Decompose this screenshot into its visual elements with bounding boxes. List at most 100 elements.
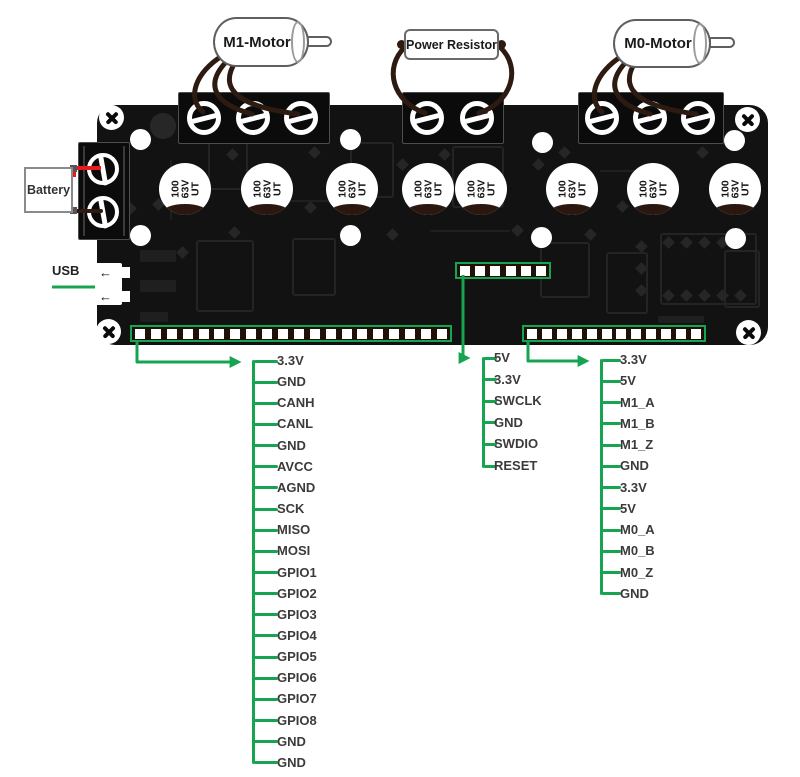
pin-label: GPIO1 bbox=[277, 564, 317, 580]
pinout-tick bbox=[484, 378, 497, 382]
m1-motor-wire bbox=[227, 58, 301, 117]
pinout-tick bbox=[254, 401, 278, 405]
pin-label: M0_A bbox=[620, 522, 655, 537]
capacitor-base bbox=[329, 204, 375, 215]
header-pin bbox=[535, 265, 546, 276]
pinout-tick bbox=[254, 528, 278, 532]
pin-label: GND bbox=[494, 414, 523, 430]
header-pin bbox=[246, 328, 257, 339]
header-pin bbox=[616, 328, 627, 339]
pin-label: MISO bbox=[277, 522, 311, 538]
header-pin bbox=[373, 328, 384, 339]
header-pin bbox=[166, 328, 177, 339]
pin-label: M1_B bbox=[620, 415, 655, 431]
pinout-tick bbox=[254, 465, 278, 469]
pinout-tick bbox=[254, 422, 278, 426]
pin-label: M1_A bbox=[620, 394, 655, 410]
pcb-trace bbox=[430, 230, 510, 232]
left-pin-header bbox=[130, 325, 452, 342]
pin-label: 5V bbox=[494, 350, 510, 365]
pinout-tick bbox=[254, 634, 278, 638]
header-pin bbox=[661, 328, 672, 339]
header-pin bbox=[646, 328, 657, 339]
pin-label: GND bbox=[277, 733, 306, 749]
header-pin bbox=[541, 328, 552, 339]
m1-motor-shaft bbox=[306, 36, 332, 47]
pinout-tick bbox=[254, 549, 278, 553]
capacitor-base bbox=[162, 204, 208, 215]
pin-label: GND bbox=[277, 754, 306, 770]
header-pin bbox=[293, 328, 304, 339]
pcb-pad bbox=[150, 113, 176, 139]
header-pin bbox=[325, 328, 336, 339]
m1-motor-wire bbox=[192, 53, 225, 115]
pinout-tick bbox=[602, 571, 621, 574]
resistor-wire bbox=[390, 44, 428, 116]
pin-label: M1_Z bbox=[620, 437, 654, 452]
pin-label: M0_B bbox=[620, 543, 655, 559]
pinout-tick bbox=[254, 444, 278, 448]
m0-motor: M0-Motor bbox=[613, 19, 711, 68]
mounting-hole bbox=[130, 225, 151, 246]
pin-label: 5V bbox=[620, 373, 636, 389]
pcb-trace bbox=[260, 200, 350, 202]
pcb-trace bbox=[658, 316, 704, 323]
corner-screw-icon bbox=[96, 319, 121, 344]
pinout-tick bbox=[254, 761, 278, 765]
m1-screw-3 bbox=[284, 101, 318, 135]
mounting-hole bbox=[532, 132, 553, 153]
battery-wire-lug bbox=[70, 165, 77, 172]
pin-label: GND bbox=[620, 458, 649, 474]
usb-connector-tab bbox=[121, 267, 130, 278]
middle-pin-header bbox=[455, 262, 551, 279]
capacitor-base bbox=[712, 204, 758, 215]
m0-motor-wire bbox=[612, 56, 653, 117]
pinout-tick bbox=[484, 464, 497, 468]
right-header-connector-line bbox=[526, 340, 590, 367]
resistor-wire bbox=[476, 44, 515, 116]
middle-header-connector-line bbox=[458, 275, 471, 364]
pin-label: GND bbox=[277, 437, 306, 453]
mounting-hole bbox=[725, 228, 746, 249]
m1-motor: M1-Motor bbox=[213, 17, 309, 67]
pinout-tick bbox=[602, 358, 621, 362]
pin-label: MOSI bbox=[277, 543, 311, 559]
header-pin bbox=[262, 328, 273, 339]
header-pin bbox=[341, 328, 352, 339]
pinout-tick bbox=[254, 359, 278, 363]
pin-label: AVCC bbox=[277, 458, 313, 474]
m1-motor-wire bbox=[212, 56, 255, 117]
usb-label: USB bbox=[52, 263, 80, 278]
pin-label: SWCLK bbox=[494, 393, 542, 409]
header-pin bbox=[631, 328, 642, 339]
pinout-tick bbox=[602, 486, 621, 489]
pinout-tick bbox=[484, 421, 497, 425]
pcb-component-outline bbox=[292, 238, 336, 296]
pcb-trace bbox=[140, 250, 176, 262]
corner-screw-icon bbox=[99, 105, 124, 130]
m1-motor-label: M1-Motor bbox=[223, 33, 291, 51]
header-pin bbox=[475, 265, 486, 276]
resistor-lead bbox=[497, 40, 506, 49]
mounting-hole bbox=[531, 227, 552, 248]
header-pin bbox=[556, 328, 567, 339]
header-pin bbox=[460, 265, 470, 276]
pin-label: SWDIO bbox=[494, 436, 539, 452]
header-pin bbox=[405, 328, 416, 339]
pin-label: AGND bbox=[277, 479, 316, 495]
mounting-hole bbox=[340, 225, 361, 246]
usb-connector bbox=[95, 263, 122, 305]
header-pin bbox=[389, 328, 400, 339]
header-pin bbox=[571, 328, 582, 339]
power-resistor-label: Power Resistor bbox=[406, 37, 498, 52]
header-pin bbox=[690, 328, 701, 339]
block-edge bbox=[83, 146, 85, 236]
pinout-tick bbox=[602, 528, 621, 532]
motor-endcap bbox=[291, 21, 305, 63]
pin-label: 3.3V bbox=[494, 371, 521, 387]
header-pin bbox=[182, 328, 193, 339]
battery-screw-negative bbox=[87, 195, 119, 229]
pin-label: 5V bbox=[620, 500, 636, 516]
